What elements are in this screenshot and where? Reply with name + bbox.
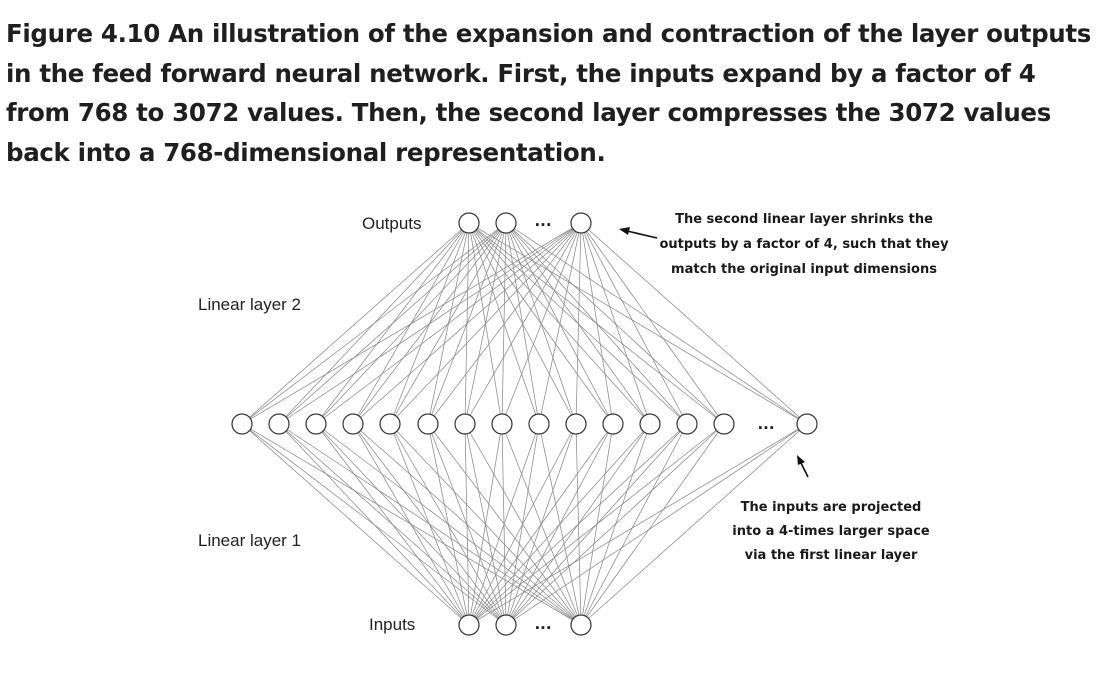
output-node [458, 212, 480, 234]
layer-2-edge [278, 222, 582, 425]
hidden-node [796, 413, 818, 435]
hidden-node [565, 413, 587, 435]
inputs-label: Inputs [369, 615, 415, 634]
top-annotation-line-3: match the original input dimensions [671, 262, 937, 277]
layer-1-edge [580, 423, 725, 626]
top-annotation-line-2: outputs by a factor of 4, such that they [659, 237, 949, 252]
layer-1-edge [505, 423, 540, 626]
layer-1-edge [241, 423, 470, 626]
hidden-node [417, 413, 439, 435]
hidden-node [528, 413, 550, 435]
hidden-node [305, 413, 327, 435]
hidden-node [491, 413, 513, 435]
output-node [495, 212, 517, 234]
neurons [231, 212, 818, 636]
layer-1-edge [241, 423, 582, 626]
bottom-arrow-icon [797, 455, 809, 478]
linear-layer-2-label: Linear layer 2 [198, 295, 301, 314]
layer-2-edge [241, 222, 507, 425]
ellipsis-marks: ... ... ... [534, 212, 774, 633]
layer-1-edge [278, 423, 582, 626]
layer-2-edge [505, 222, 725, 425]
layer-2-edge [241, 222, 470, 425]
layer-1-edge [278, 423, 507, 626]
layer-1-edge [501, 423, 507, 626]
layer-1-edge [241, 423, 507, 626]
layer-2-edge [580, 222, 725, 425]
layer-2-edge [580, 222, 651, 425]
layer-2-edge [501, 222, 507, 425]
bottom-annotation-line-1: The inputs are projected [741, 500, 922, 515]
outputs-label: Outputs [362, 214, 422, 233]
layer-1-edge [464, 423, 582, 626]
output-node [570, 212, 592, 234]
hidden-node [639, 413, 661, 435]
bottom-annotation-line-2: into a 4-times larger space [732, 524, 930, 539]
layer-1-edge [580, 423, 651, 626]
layer-1-edge [427, 423, 582, 626]
layer-2-edge [427, 222, 582, 425]
layer-2-edge [580, 222, 808, 425]
layer-2-edge [538, 222, 582, 425]
layer-1-edge [580, 423, 808, 626]
hidden-node [231, 413, 253, 435]
layer-2-edge [352, 222, 582, 425]
layer-2-edge [389, 222, 582, 425]
connection-edges [241, 222, 808, 626]
input-node [458, 614, 480, 636]
layer-2-edge [468, 222, 808, 425]
bottom-annotation: The inputs are projected into a 4-times … [732, 500, 930, 563]
figure-caption: Figure 4.10 An illustration of the expan… [6, 14, 1098, 172]
layer-1-edge [315, 423, 582, 626]
layer-1-edge [352, 423, 582, 626]
layer-1-edge [505, 423, 725, 626]
layer-2-edge [575, 222, 582, 425]
layer-1-edge [505, 423, 577, 626]
layer-2-edge [464, 222, 582, 425]
layer-1-edge [538, 423, 582, 626]
outputs-ellipsis: ... [534, 212, 551, 230]
hidden-node [713, 413, 735, 435]
hidden-node [676, 413, 698, 435]
layer-1-edge [505, 423, 808, 626]
top-arrow-icon [619, 227, 658, 239]
figure-caption-text: An illustration of the expansion and con… [6, 19, 1091, 167]
layer-2-edge [505, 222, 577, 425]
layer-1-edge [505, 423, 651, 626]
layer-2-edge [278, 222, 507, 425]
layer-2-edge [505, 222, 808, 425]
layer-2-edge [505, 222, 688, 425]
layer-1-edge [575, 423, 582, 626]
layer-1-edge [505, 423, 688, 626]
hidden-ellipsis: ... [757, 415, 774, 433]
layer-1-edge [501, 423, 582, 626]
hidden-node [268, 413, 290, 435]
layer-2-edge [580, 222, 614, 425]
layer-2-edge [315, 222, 582, 425]
layer-1-edge [468, 423, 808, 626]
layer-2-edge [501, 222, 582, 425]
layer-2-edge [505, 222, 540, 425]
layer-2-edge [580, 222, 688, 425]
input-node [495, 614, 517, 636]
layer-1-edge [389, 423, 582, 626]
hidden-node [602, 413, 624, 435]
layer-2-edge [241, 222, 582, 425]
figure-number: Figure 4.10 [6, 19, 160, 48]
hidden-node [454, 413, 476, 435]
linear-layer-1-label: Linear layer 1 [198, 531, 301, 550]
input-node [570, 614, 592, 636]
inputs-ellipsis: ... [534, 615, 551, 633]
top-annotation-line-1: The second linear layer shrinks the [675, 212, 933, 227]
layer-2-edge [505, 222, 651, 425]
layer-1-edge [580, 423, 688, 626]
hidden-node [342, 413, 364, 435]
hidden-node [379, 413, 401, 435]
layer-1-edge [580, 423, 614, 626]
bottom-annotation-line-3: via the first linear layer [745, 548, 918, 563]
top-annotation: The second linear layer shrinks the outp… [659, 212, 949, 277]
